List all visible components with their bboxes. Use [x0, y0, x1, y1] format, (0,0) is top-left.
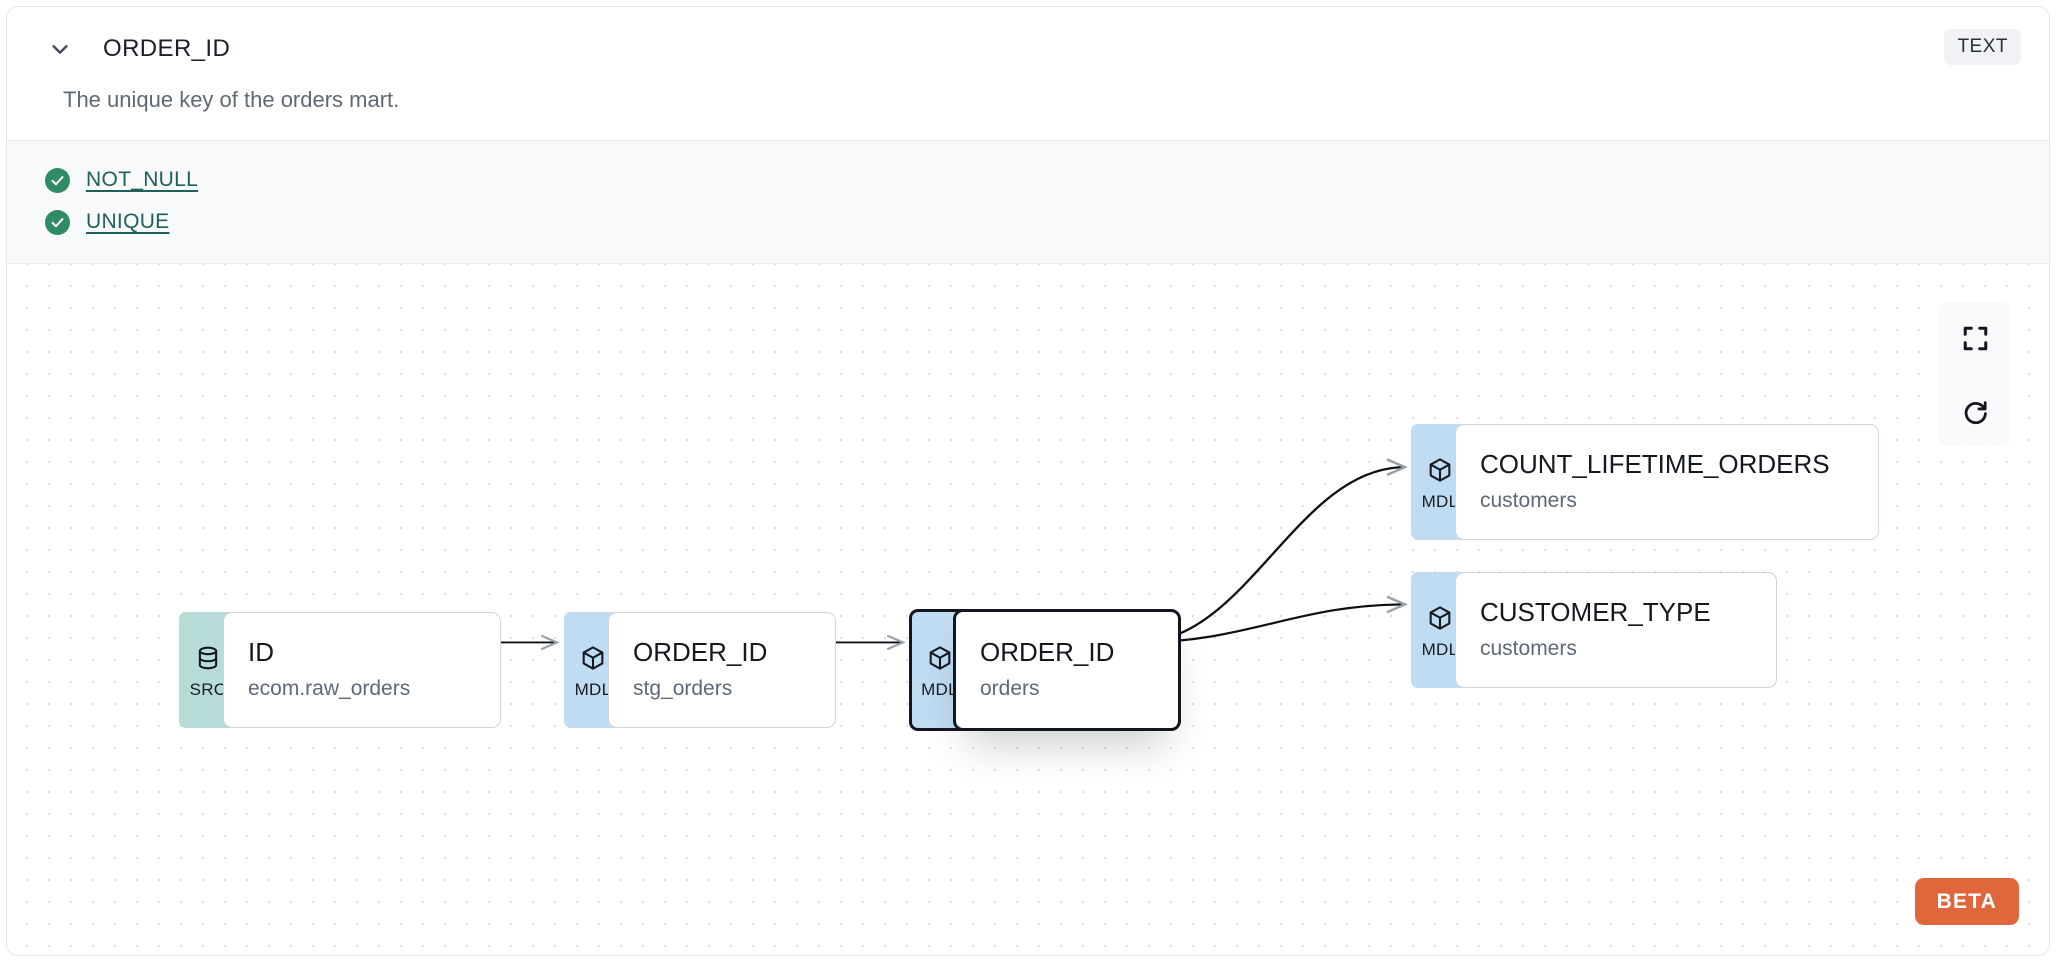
node-body: COUNT_LIFETIME_ORDERS customers [1455, 424, 1879, 540]
canvas-controls [1939, 302, 2011, 446]
node-badge-label: MDL [574, 679, 612, 699]
column-detail-card: ORDER_ID TEXT The unique key of the orde… [6, 6, 2050, 956]
node-body: ORDER_ID orders [953, 609, 1181, 731]
database-icon [195, 645, 221, 676]
lineage-canvas[interactable]: SRC ID ecom.raw_orders [7, 264, 2049, 955]
cube-icon [927, 645, 953, 676]
lineage-node-mdl-orders[interactable]: MDL ORDER_ID orders [909, 609, 1181, 731]
node-name: ID [248, 637, 274, 668]
test-row: UNIQUE [7, 201, 2049, 243]
test-row: NOT_NULL [7, 159, 2049, 201]
node-body: ID ecom.raw_orders [223, 612, 501, 728]
cube-icon [1427, 457, 1453, 488]
test-link-unique[interactable]: UNIQUE [86, 210, 170, 233]
node-name: ORDER_ID [980, 637, 1115, 668]
node-body: CUSTOMER_TYPE customers [1455, 572, 1777, 688]
cube-icon [580, 645, 606, 676]
header-row: ORDER_ID [35, 29, 2021, 69]
node-badge-label: SRC [189, 679, 227, 699]
node-name: COUNT_LIFETIME_ORDERS [1480, 449, 1830, 480]
check-circle-icon [45, 167, 70, 193]
tests-section: NOT_NULL UNIQUE [7, 140, 2049, 264]
lineage-node-mdl-customer-type[interactable]: MDL CUSTOMER_TYPE customers [1411, 572, 1777, 688]
lineage-node-src-id[interactable]: SRC ID ecom.raw_orders [179, 612, 501, 728]
column-description: The unique key of the orders mart. [63, 87, 400, 112]
card-header: ORDER_ID TEXT The unique key of the orde… [7, 7, 2049, 140]
chevron-down-icon[interactable] [43, 32, 77, 66]
node-source: customers [1480, 489, 1577, 513]
lineage-node-mdl-stg-orders[interactable]: MDL ORDER_ID stg_orders [564, 612, 836, 728]
node-source: ecom.raw_orders [248, 677, 411, 701]
reset-button[interactable] [1939, 374, 2011, 446]
cube-icon [1427, 605, 1453, 636]
node-badge-label: MDL [1421, 491, 1459, 511]
beta-badge[interactable]: BETA [1914, 878, 2019, 925]
fit-view-button[interactable] [1939, 302, 2011, 374]
node-source: orders [980, 677, 1040, 701]
node-name: CUSTOMER_TYPE [1480, 597, 1711, 628]
node-badge-label: MDL [1421, 639, 1459, 659]
page-title: ORDER_ID [103, 35, 231, 62]
node-source: customers [1480, 637, 1577, 661]
check-circle-icon [45, 209, 70, 235]
node-body: ORDER_ID stg_orders [608, 612, 836, 728]
node-badge-label: MDL [921, 679, 958, 699]
node-source: stg_orders [633, 677, 733, 701]
node-name: ORDER_ID [633, 637, 768, 668]
test-link-not-null[interactable]: NOT_NULL [86, 168, 199, 191]
lineage-node-mdl-count-lifetime-orders[interactable]: MDL COUNT_LIFETIME_ORDERS customers [1411, 424, 1879, 540]
data-type-badge: TEXT [1944, 29, 2021, 65]
